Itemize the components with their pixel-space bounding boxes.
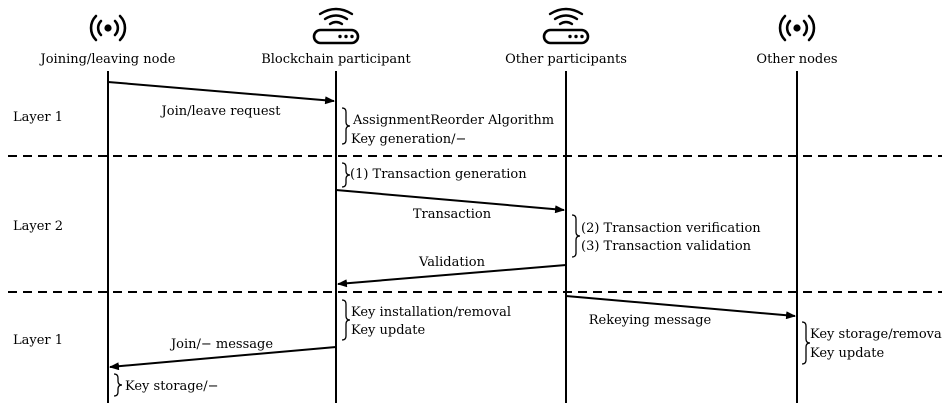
note-brace	[341, 162, 351, 188]
message-arrow-transaction	[335, 189, 565, 214]
note-text: AssignmentReorder Algorithm	[352, 113, 554, 128]
message-arrow-join-request	[107, 81, 335, 105]
note-text: Key installation/removal	[351, 305, 511, 320]
note-text: Key update	[810, 346, 885, 361]
message-label-transaction: Transaction	[413, 207, 492, 222]
note-brace	[571, 214, 581, 258]
message-label-join-request: Join/leave request	[160, 104, 282, 119]
router-icon	[542, 7, 590, 45]
message-arrow-join-message	[109, 346, 337, 371]
message-arrow-validation	[337, 264, 567, 288]
note-text: (1) Transaction generation	[350, 167, 527, 182]
radio-broadcast-icon	[778, 14, 816, 42]
router-icon	[312, 7, 360, 45]
note-text: Key update	[351, 323, 426, 338]
participant-label-joining-node: Joining/leaving node	[39, 52, 176, 67]
layer-label: Layer 1	[13, 110, 63, 125]
message-arrow-rekeying	[565, 295, 796, 320]
note-text: Key storage/−	[125, 379, 219, 394]
note-text: (3) Transaction validation	[581, 239, 752, 254]
participant-label-blockchain: Blockchain participant	[261, 52, 411, 67]
note-text: (2) Transaction verification	[581, 221, 761, 236]
radio-broadcast-icon	[89, 14, 127, 42]
note-brace	[341, 107, 351, 145]
note-text: Key generation/−	[351, 132, 466, 147]
note-brace	[341, 299, 351, 341]
layer-label: Layer 2	[13, 219, 63, 234]
participant-label-other-participants: Other participants	[505, 52, 627, 67]
note-text: Key storage/remova	[810, 327, 942, 342]
note-brace	[801, 321, 811, 365]
participant-label-other-nodes: Other nodes	[756, 52, 837, 67]
message-label-join-message: Join/− message	[169, 337, 273, 352]
message-label-rekeying: Rekeying message	[589, 313, 712, 328]
layer-label: Layer 1	[13, 333, 63, 348]
note-brace	[113, 373, 123, 397]
message-label-validation: Validation	[418, 255, 486, 270]
